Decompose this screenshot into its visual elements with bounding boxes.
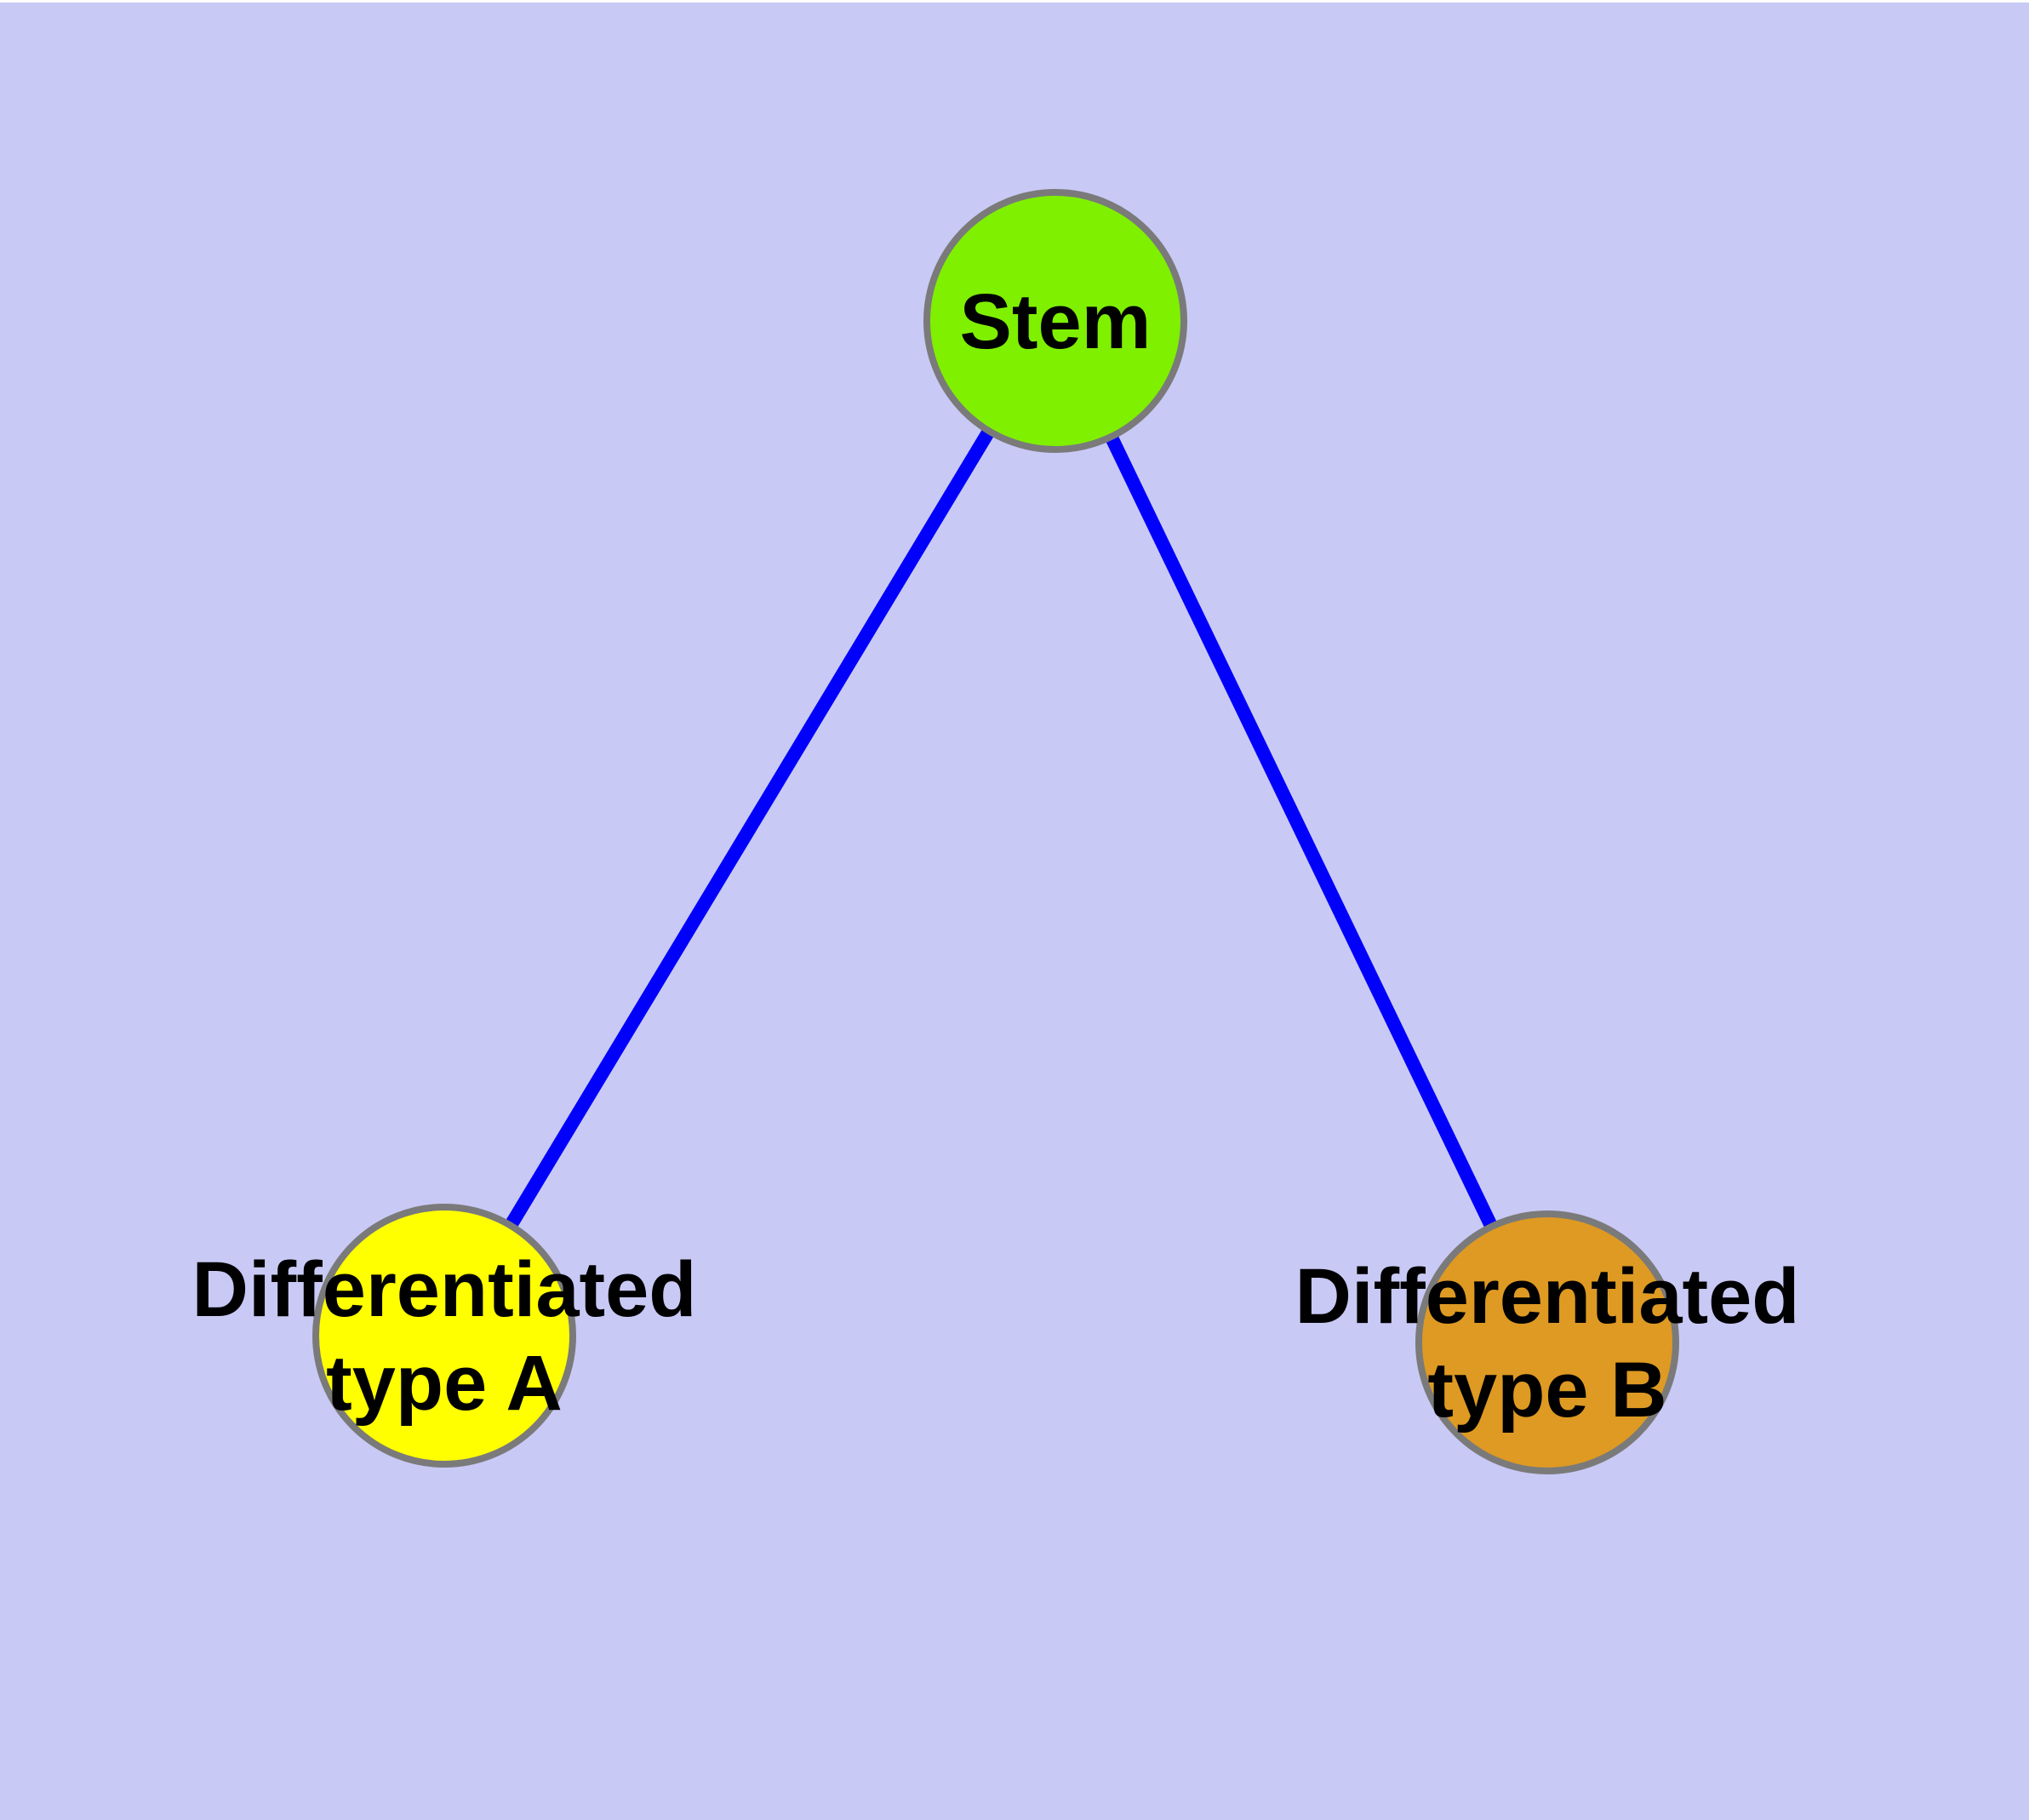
node-differentiated-type-a [312,1204,576,1468]
node-differentiated-type-b [1415,1210,1679,1474]
node-label-line: type B [1427,1347,1666,1434]
edge-stem-to-differentiated-type-a [438,317,1061,1340]
node-label-line: Differentiated [1295,1253,1800,1340]
node-stem [923,189,1187,453]
node-label-line: Differentiated [192,1246,697,1333]
edge-stem-to-differentiated-type-b [1049,318,1554,1346]
edges-layer [438,317,1554,1346]
node-label-line: type A [326,1340,563,1427]
node-label-line: Stem [960,278,1152,365]
node-label-stem: Stem [960,278,1152,365]
nodes-layer [312,189,1679,1474]
